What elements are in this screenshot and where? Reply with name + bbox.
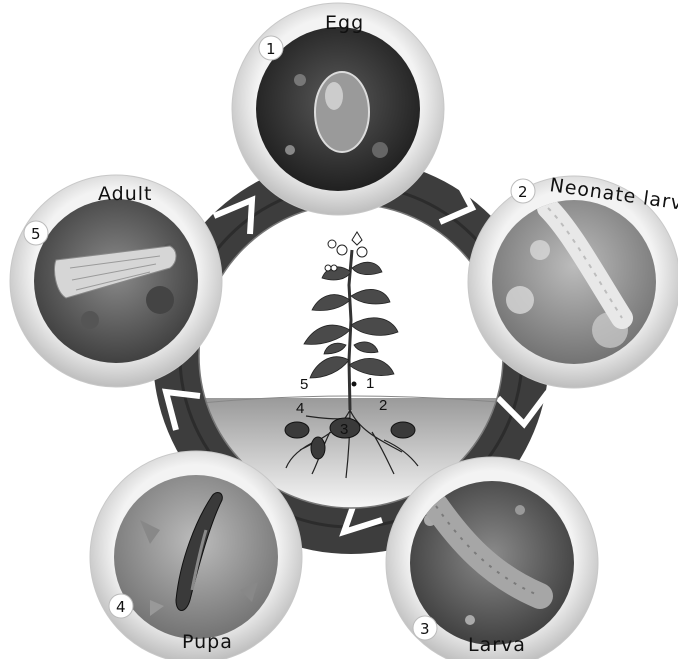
stage-number-4: 4 [116,598,126,616]
plant-egg-marker [352,382,357,387]
stage-label-adult: Adult [98,183,153,205]
plant-marker-4: 4 [296,400,304,417]
stage-neonate-larva: 2 Neonate larva [468,174,678,388]
plant-marker-1: 1 [366,375,374,392]
stage-pupa: 4 Pupa [90,451,302,659]
stage-number-3: 3 [420,620,430,638]
stage-adult: 5 Adult [10,175,222,387]
stage-egg: 1 Egg [232,3,444,215]
plant-marker-5: 5 [300,376,308,393]
stage-label-larva: Larva [468,634,526,656]
stage-number-1: 1 [266,40,276,58]
stage-number-2: 2 [518,183,528,201]
plant-marker-3: 3 [340,421,348,438]
plant-marker-2: 2 [379,397,387,414]
stage-number-5: 5 [31,225,41,243]
stage-larva: 3 Larva [386,457,598,659]
stage-label-egg: Egg [325,12,364,34]
stage-label-pupa: Pupa [182,631,233,653]
